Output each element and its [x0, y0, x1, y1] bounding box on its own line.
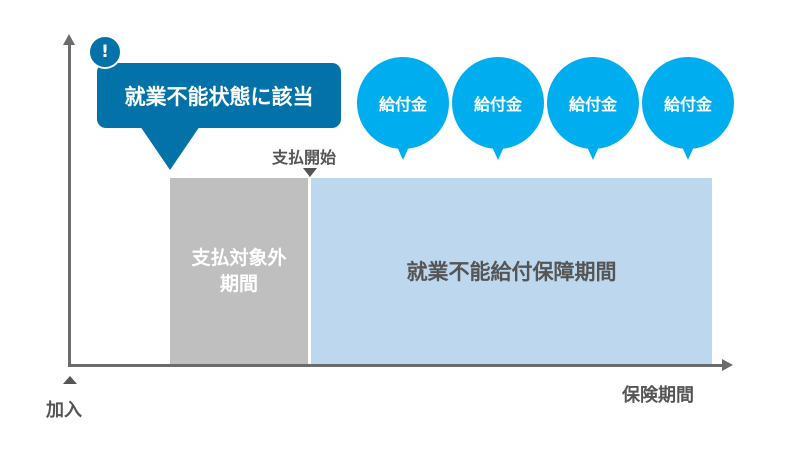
- coverage-period-label: 就業不能給付保障期間: [406, 260, 617, 284]
- y-axis-arrow-icon: [63, 34, 75, 45]
- y-axis: [68, 44, 71, 367]
- benefit-bubble: 給付金: [357, 57, 449, 149]
- enrollment-label: 加入: [46, 400, 82, 421]
- benefit-bubble: 給付金: [642, 57, 734, 149]
- x-axis-label: 保険期間: [622, 385, 694, 406]
- callout-text: 就業不能状態に該当: [124, 84, 314, 109]
- callout-tail: [140, 126, 200, 170]
- excluded-period-line1: 支払対象外: [191, 247, 287, 269]
- exclamation-icon: !: [88, 35, 122, 69]
- excluded-period-line2: 期間: [219, 273, 258, 295]
- payment-start-label: 支払開始: [272, 148, 337, 167]
- enrollment-marker-icon: [63, 376, 77, 384]
- payment-start-marker-icon: [303, 168, 317, 177]
- excluded-period-block: 支払対象外期間: [170, 178, 308, 364]
- x-axis-arrow-icon: [722, 359, 733, 371]
- coverage-period-block: 就業不能給付保障期間: [311, 178, 712, 364]
- benefit-bubble: 給付金: [547, 57, 639, 149]
- benefit-bubble: 給付金: [452, 57, 544, 149]
- disability-callout: 就業不能状態に該当: [97, 63, 341, 128]
- x-axis: [68, 364, 723, 367]
